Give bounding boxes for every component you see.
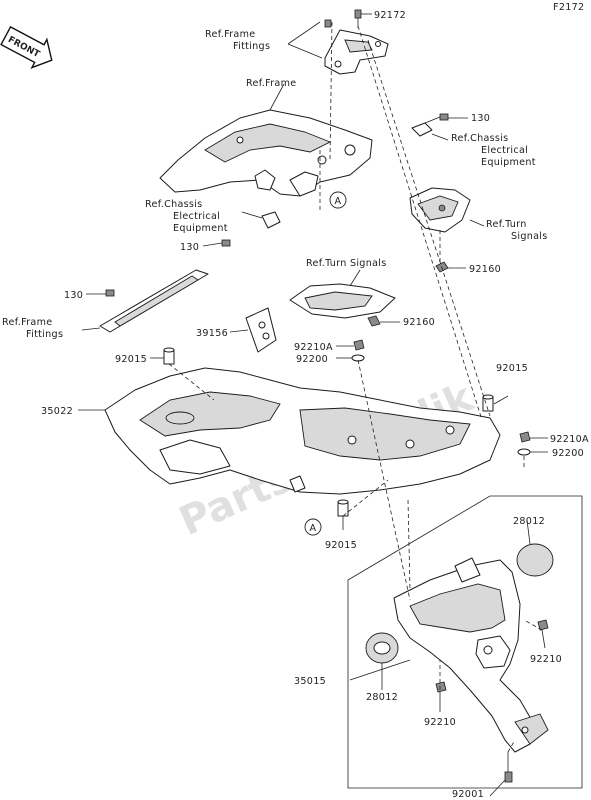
chassis-clip-left-icon [261,211,281,229]
callout-ref-turn-center: Ref.Turn Signals [306,258,387,269]
callout-ref-frame-fittings-left-line2: Fittings [26,329,63,340]
fender-group-box [347,495,583,789]
callout-92200-right: 92200 [552,448,584,459]
marker-a-top-text: A [335,196,342,207]
nut-92160-center-icon [367,315,381,327]
rear-fender-35015 [393,557,549,753]
callout-ref-frame-fittings-top-line1: Ref.Frame [205,29,255,40]
marker-a-bottom-text: A [310,523,317,534]
callout-92160-center: 92160 [403,317,435,328]
pad-39156 [245,307,277,353]
callout-ref-chassis-right-line1: Ref.Chassis [451,133,508,144]
callout-ref-chassis-right-line2: Electrical [481,145,528,156]
callout-28012-bottom: 28012 [366,692,398,703]
callout-92001: 92001 [452,789,484,800]
turn-signal-right [409,187,471,233]
callout-35015: 35015 [294,676,326,687]
bolt-130-far-left-icon [105,289,115,297]
callout-92015-right: 92015 [496,363,528,374]
callout-92160-right: 92160 [469,264,501,275]
figure-code: F2172 [553,2,584,13]
callout-ref-turn-right-line2: Signals [511,231,548,242]
frame-fittings-bar [99,269,209,333]
callout-130-right: 130 [471,113,490,124]
marker-a-top: A [329,191,347,209]
callout-92015-left: 92015 [115,354,147,365]
callout-92015-bottom: 92015 [325,540,357,551]
callout-92172: 92172 [374,10,406,21]
callout-130-left: 130 [180,242,199,253]
collar-92015-left-icon [163,347,175,365]
bolt-small-icon [324,19,332,28]
nut-92210-bottom-icon [435,681,447,693]
nut-92210a-right-icon [519,431,531,443]
callout-ref-chassis-left-line3: Equipment [173,223,228,234]
callout-ref-chassis-left-line2: Electrical [173,211,220,222]
nut-92210-right-icon [537,619,549,631]
callout-92210a-right: 92210A [550,434,589,445]
frame-fittings-bracket [324,29,389,75]
rear-frame [159,109,373,197]
callout-ref-chassis-left-line1: Ref.Chassis [145,199,202,210]
bolt-130-left-icon [221,239,231,247]
callout-92210-right: 92210 [530,654,562,665]
marker-a-bottom: A [304,518,322,536]
callout-ref-frame-fittings-top-line2: Fittings [233,41,270,52]
collar-92015-bottom-icon [337,499,349,517]
bolt-130-right-icon [424,113,449,124]
turn-signal-center [289,283,396,319]
collar-92015-right-icon [482,394,494,412]
callout-130-far-left: 130 [64,290,83,301]
callout-92210-bottom: 92210 [424,717,456,728]
under-tray-35022 [104,367,501,495]
chassis-clip-right-icon [411,122,433,137]
nut-92210a-center-icon [353,339,365,351]
callout-28012-top: 28012 [513,516,545,527]
callout-ref-frame: Ref.Frame [246,78,296,89]
callout-39156: 39156 [196,328,228,339]
reflector-28012-top-icon [516,543,554,577]
callout-92210a-center: 92210A [294,342,333,353]
front-arrow-icon: FRONT [0,25,53,70]
washer-92200-right-icon [517,448,531,456]
callout-ref-chassis-right-line3: Equipment [481,157,536,168]
reflector-28012-bottom-icon [365,632,399,664]
callout-ref-turn-right-line1: Ref.Turn [486,219,527,230]
callout-ref-frame-fittings-left-line1: Ref.Frame [2,317,52,328]
callout-35022: 35022 [41,406,73,417]
bolt-92001-icon [504,752,513,783]
callout-92200-center: 92200 [296,354,328,365]
bolt-92172-icon [354,9,362,28]
